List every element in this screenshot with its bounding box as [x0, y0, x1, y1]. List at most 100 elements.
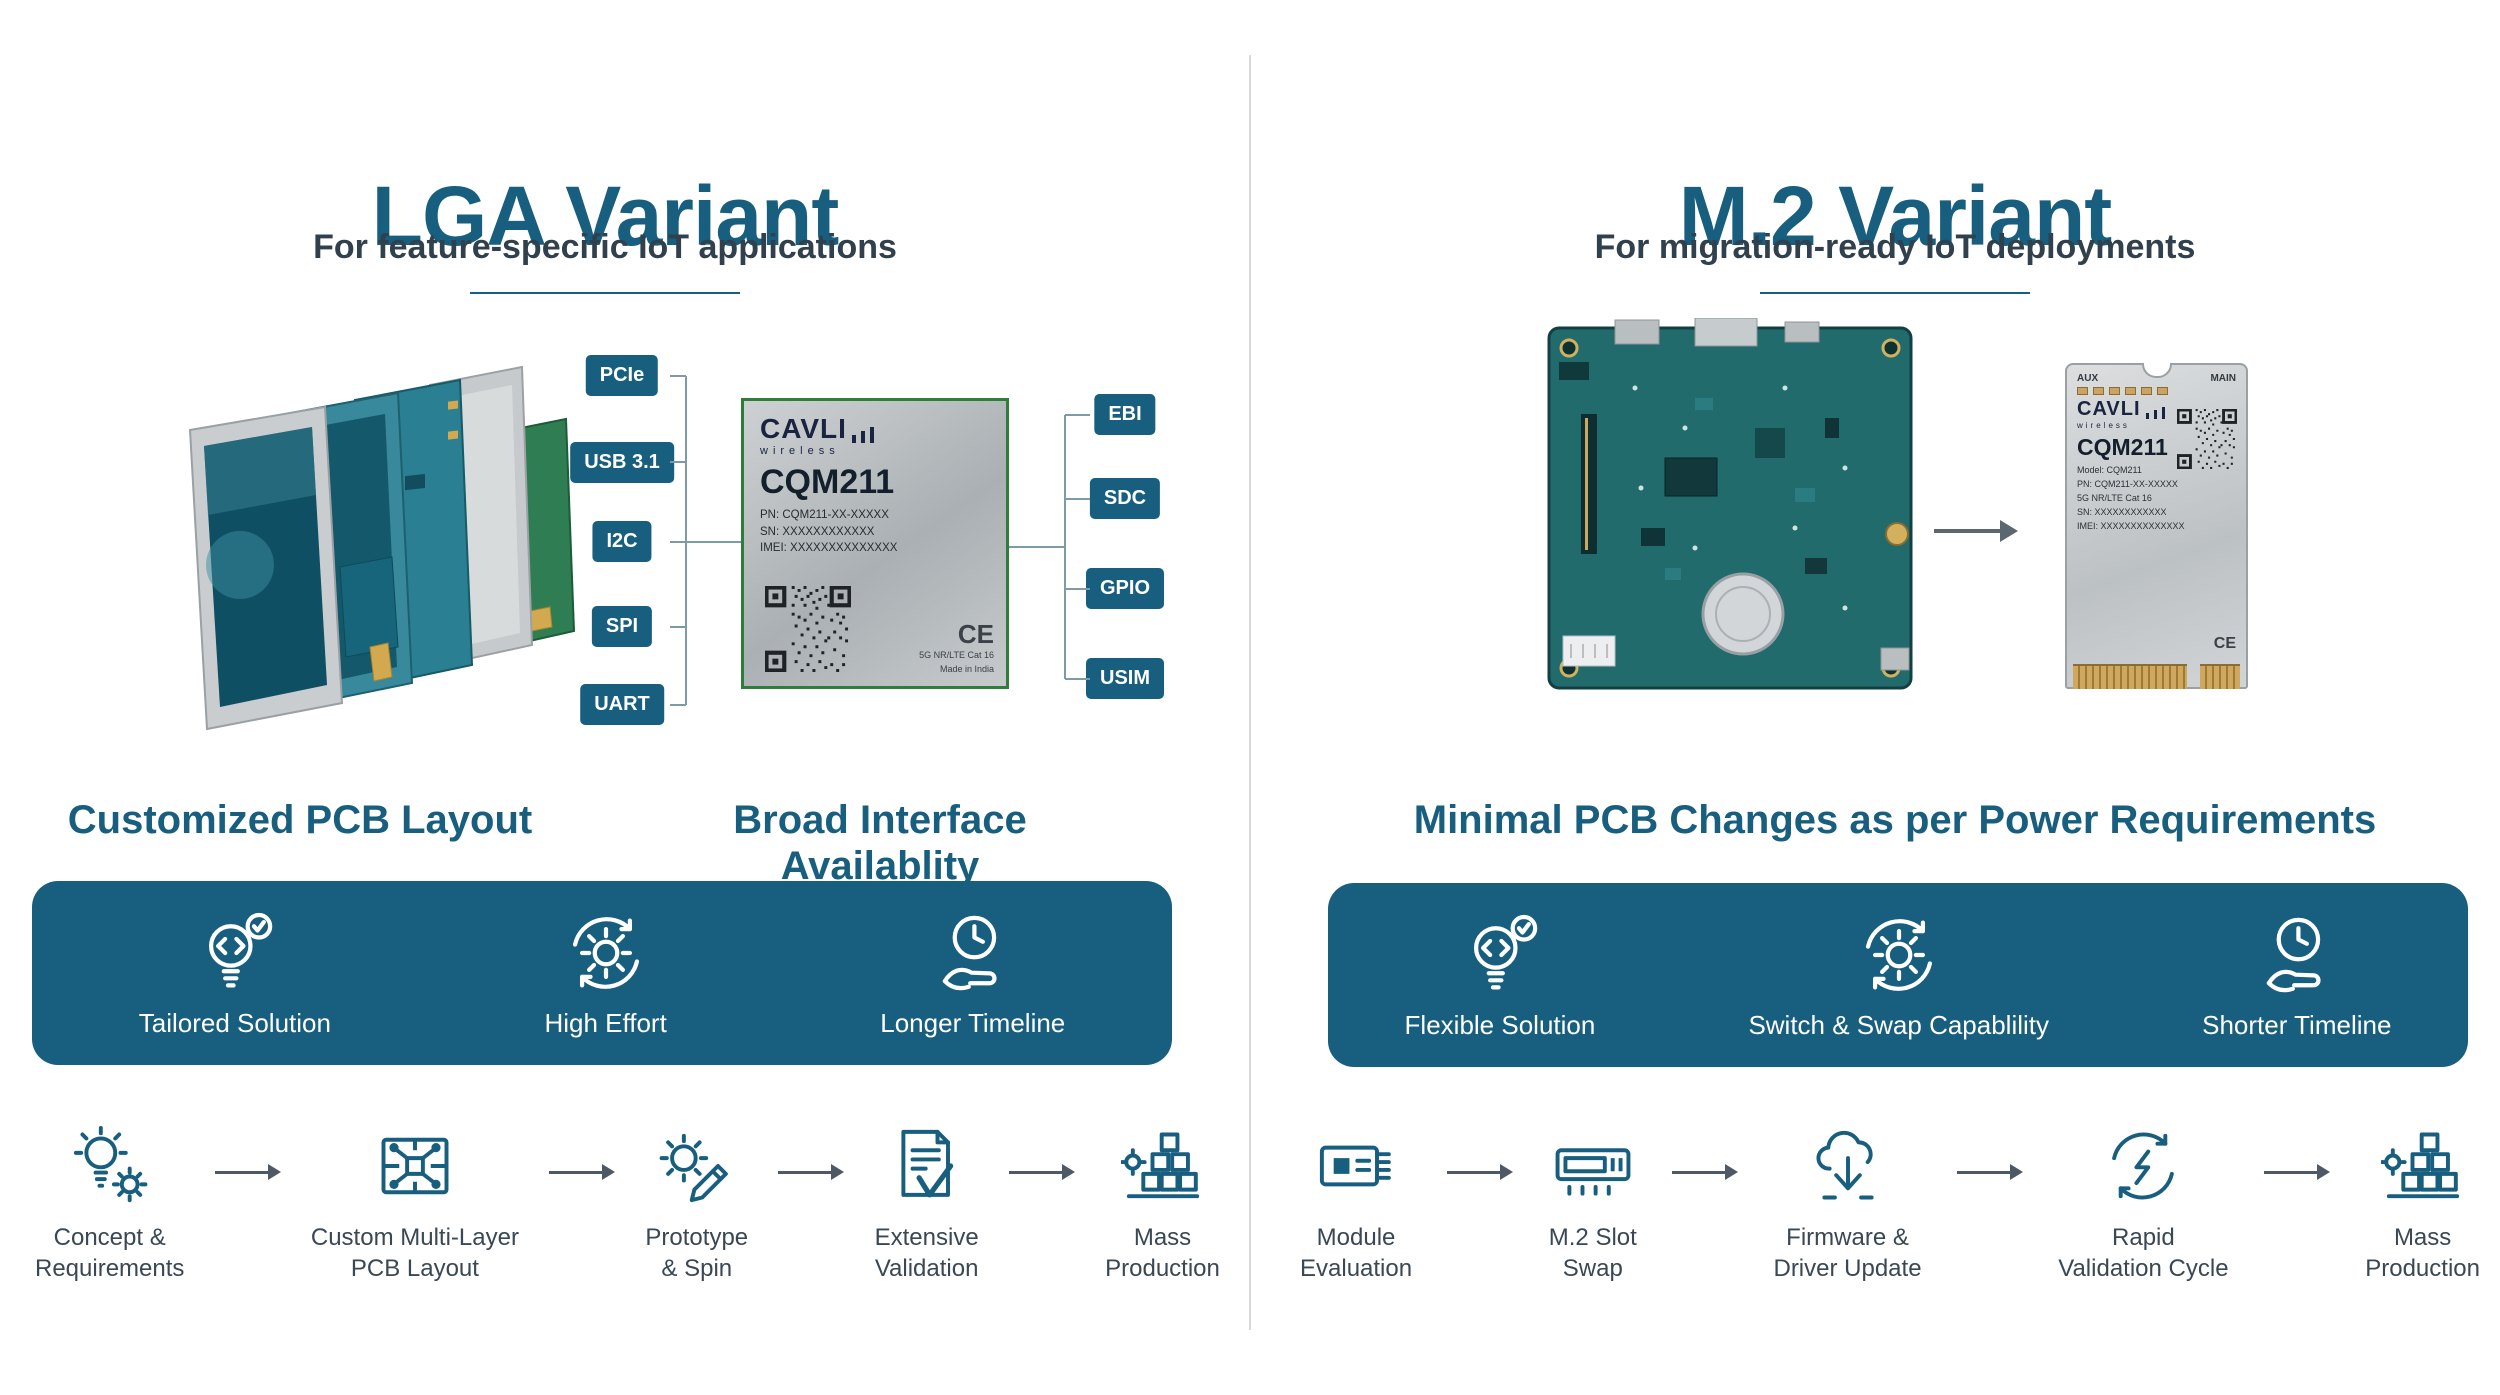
feature-high-effort: High Effort: [544, 908, 667, 1039]
feature-flexible-solution: Flexible Solution: [1405, 910, 1595, 1041]
card-model-line: Model: CQM211: [2077, 465, 2142, 475]
flow-arrow-icon: [778, 1164, 845, 1180]
cqm211-m2-card: AUX MAIN CAVLI wireless CQM211 Model: CQ…: [2065, 363, 2248, 689]
step-label-line: Production: [1105, 1255, 1220, 1283]
mass-production-boxes-icon: [1121, 1124, 1205, 1208]
m2-edge-connector: [2073, 664, 2240, 689]
card-serial-lines: Model: CQM211 PN: CQM211-XX-XXXXX 5G NR/…: [2077, 464, 2236, 534]
aux-antenna-label: AUX: [2077, 373, 2099, 384]
feature-label: Shorter Timeline: [2202, 1009, 2392, 1040]
interface-box-usb31: USB 3.1: [570, 442, 674, 483]
main-antenna-label: MAIN: [2210, 373, 2236, 384]
signal-bar-icon: [851, 435, 856, 443]
step-label-line: Swap: [1562, 1255, 1623, 1283]
feature-shorter-timeline: Shorter Timeline: [2202, 910, 2391, 1041]
antenna-label-row: AUX MAIN: [2077, 373, 2236, 384]
m2-title: M.2 Variant: [1678, 169, 2113, 264]
timeline-clock-hand-icon: [928, 908, 1018, 998]
card-pn-line: PN: CQM211-XX-XXXXX: [2077, 478, 2178, 489]
feature-label: Tailored Solution: [138, 1007, 331, 1038]
module-evaluation-icon: [1314, 1124, 1398, 1208]
step-label-line: Extensive: [874, 1224, 979, 1251]
m2-subtitle-rule: [1760, 292, 2030, 294]
interface-box-usim: USIM: [1086, 658, 1164, 699]
step-label-line: Firmware &: [1786, 1224, 1909, 1251]
process-step-prototype: Prototype & Spin: [645, 1124, 748, 1284]
qr-code-icon: [765, 586, 851, 672]
idea-bulb-gear-icon: [68, 1124, 152, 1208]
step-label-line: Requirements: [35, 1255, 185, 1283]
interface-box-uart: UART: [580, 684, 664, 725]
center-divider: [1249, 55, 1251, 1330]
module-serial-lines: PN: CQM211-XX-XXXXX SN: XXXXXXXXXXXX IME…: [760, 507, 990, 557]
ce-mark: CE: [957, 618, 994, 649]
flow-arrow-icon: [1447, 1164, 1514, 1180]
firmware-cloud-update-icon: [1806, 1124, 1890, 1208]
interface-connector-lines: [670, 375, 1090, 706]
step-label-line: Driver Update: [1773, 1255, 1922, 1283]
multilayer-pcb-icon: [373, 1124, 457, 1208]
m2-feature-bar: Flexible Solution Switch & Swap Capablil…: [1328, 883, 2468, 1067]
step-label-line: Evaluation: [1300, 1255, 1413, 1283]
feature-tailored-solution: Tailored Solution: [139, 908, 331, 1039]
cavli-logo: CAVLI: [760, 415, 990, 443]
interface-box-pcie: PCIe: [585, 355, 659, 396]
cavli-wireless-text: wireless: [2077, 421, 2130, 430]
signal-bar-icon: [2161, 407, 2165, 419]
signal-bar-icon: [869, 427, 874, 443]
step-label-line: Module: [1316, 1224, 1396, 1251]
flow-arrow-icon: [1956, 1164, 2023, 1180]
signal-bar-icon: [860, 431, 865, 443]
feature-longer-timeline: Longer Timeline: [880, 908, 1065, 1039]
tailored-bulb-check-icon: [190, 908, 280, 998]
flow-arrow-icon: [1008, 1164, 1075, 1180]
interface-box-gpio: GPIO: [1085, 568, 1165, 609]
step-label-line: M.2 Slot: [1548, 1224, 1637, 1251]
switch-swap-gear-icon: [1854, 910, 1944, 1000]
timeline-clock-hand-icon: [2252, 910, 2342, 1000]
feature-label: Longer Timeline: [880, 1007, 1066, 1038]
process-step-concept: Concept & Requirements: [35, 1124, 184, 1284]
step-label-line: Mass: [1133, 1224, 1192, 1251]
effort-gear-cycle-icon: [561, 908, 651, 998]
antenna-pads: [2077, 387, 2236, 395]
m2-subtitle: For migration-ready IoT deployments: [1594, 228, 2196, 266]
step-label-line: Mass: [2393, 1224, 2452, 1251]
validation-doc-check-icon: [885, 1124, 969, 1208]
step-label-line: Rapid: [2112, 1224, 2175, 1251]
module-origin-line: Made in India: [939, 664, 994, 675]
rapid-validation-cycle-icon: [2101, 1124, 2185, 1208]
feature-label: High Effort: [544, 1007, 667, 1038]
step-label-line: Validation: [874, 1255, 979, 1283]
caption-customized-pcb: Customized PCB Layout: [67, 798, 533, 842]
carrier-board-with-m2-slot: [1547, 318, 1913, 690]
step-label-line: & Spin: [661, 1255, 733, 1283]
cavli-wireless-text: wireless: [760, 445, 840, 457]
cavli-brand-text: CAVLI: [2077, 398, 2141, 420]
signal-bar-icon: [2153, 410, 2157, 419]
caption-broad-interface: Broad Interface Availablity: [733, 798, 1027, 888]
lga-subtitle: For feature-specific IoT applications: [313, 228, 897, 266]
interface-box-i2c: I2C: [592, 521, 652, 562]
lga-feature-bar: Tailored Solution High Effort Longer Tim…: [32, 881, 1172, 1065]
step-label-line: Concept &: [53, 1224, 166, 1251]
interface-box-sdc: SDC: [1089, 478, 1161, 519]
module-model-number: CQM211: [760, 463, 895, 501]
card-spec-line: 5G NR/LTE Cat 16: [2077, 492, 2152, 503]
flexible-bulb-check-icon: [1455, 910, 1545, 1000]
module-pn-line: PN: CQM211-XX-XXXXX: [760, 509, 889, 521]
lga-process-flow: Concept & Requirements Custom Multi-Layer…: [35, 1124, 1220, 1284]
step-label-line: Prototype: [645, 1224, 749, 1251]
signal-bar-icon: [2145, 413, 2149, 419]
cqm211-lga-module: CAVLI wireless CQM211 PN: CQM211-XX-XXXX…: [741, 398, 1009, 689]
interface-box-ebi: EBI: [1094, 394, 1156, 435]
flow-arrow-icon: [2263, 1164, 2330, 1180]
step-label-line: Production: [2365, 1255, 2480, 1283]
